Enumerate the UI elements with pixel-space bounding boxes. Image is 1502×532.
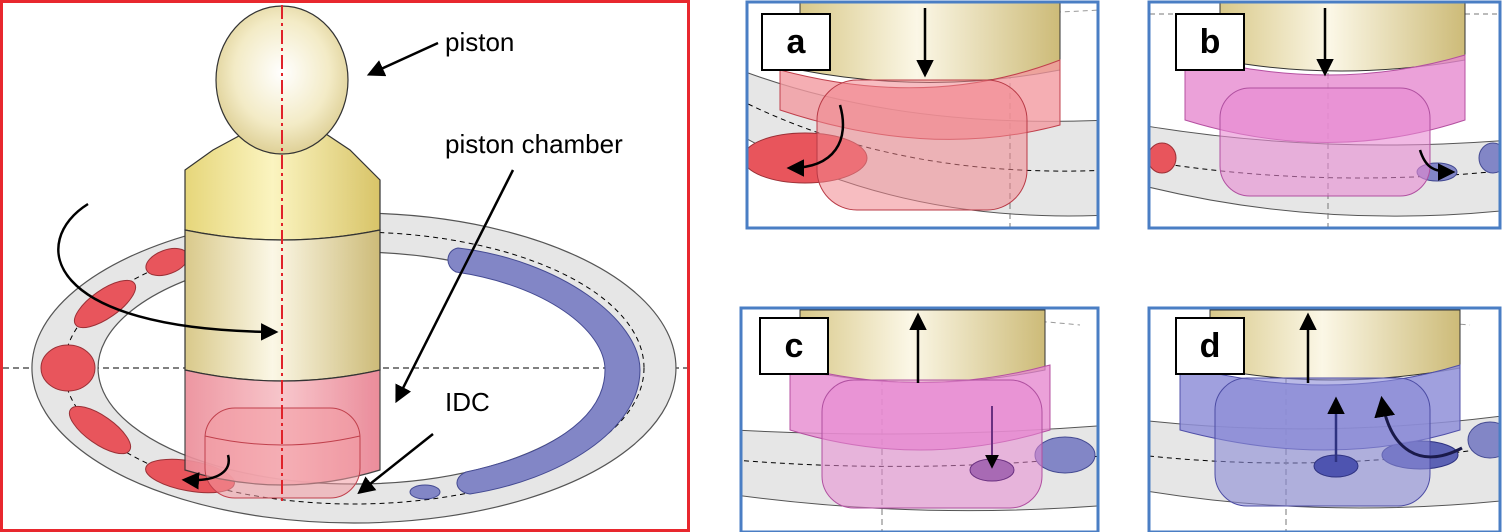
panel-d-label: d [1200, 327, 1221, 365]
label-idc-text: IDC [445, 387, 490, 417]
panel-a-label: a [787, 23, 807, 61]
blue-ports [409, 247, 641, 500]
label-piston: piston [366, 16, 553, 77]
red-port [68, 405, 132, 455]
panel-c: c [739, 306, 1100, 532]
rotation-arrow [57, 202, 279, 341]
panel-c-label: c [785, 327, 804, 365]
blue-kidney-port [447, 247, 641, 495]
flow-arrow [181, 454, 230, 490]
main-panel-frame [0, 0, 690, 532]
label-piston-text: piston [445, 27, 514, 57]
main-panel: piston piston chamber IDC [3, 3, 687, 529]
flow-arrow [786, 104, 845, 177]
panel-d: d [1147, 306, 1502, 532]
panel-b: b [1147, 0, 1502, 230]
red-port [40, 344, 96, 392]
panel-a: a [745, 0, 1100, 230]
blue-port [409, 484, 441, 500]
flow-arrow [1418, 149, 1456, 181]
label-piston-chamber: piston chamber [395, 118, 683, 404]
label-piston-chamber-text: piston chamber [445, 129, 623, 159]
panel-b-label: b [1200, 23, 1221, 61]
piston [184, 5, 381, 505]
flow-arrow [1374, 395, 1463, 459]
label-idc: IDC [357, 372, 533, 495]
